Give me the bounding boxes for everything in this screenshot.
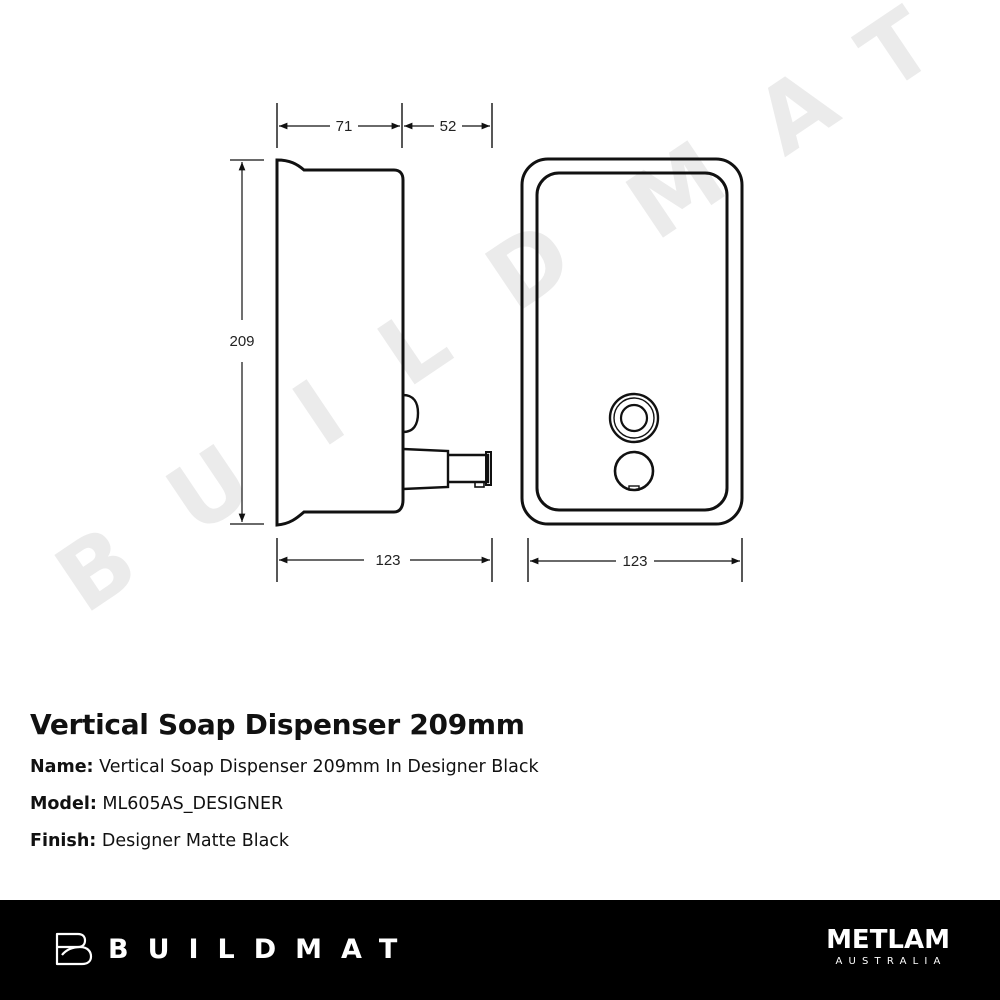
side-view bbox=[230, 103, 493, 582]
metlam-wordmark: METLAM bbox=[826, 925, 950, 955]
product-finish-row: Finish: Designer Matte Black bbox=[30, 831, 539, 851]
name-label: Name: bbox=[30, 757, 94, 777]
finish-label: Finish: bbox=[30, 831, 97, 851]
product-title: Vertical Soap Dispenser 209mm bbox=[30, 708, 525, 741]
dim-71: 71 bbox=[336, 118, 353, 135]
product-model-row: Model: ML605AS_DESIGNER bbox=[30, 794, 539, 814]
model-value: ML605AS_DESIGNER bbox=[102, 794, 284, 814]
finish-value: Designer Matte Black bbox=[101, 831, 290, 851]
metlam-sub: AUSTRALIA bbox=[835, 956, 947, 967]
product-info: Vertical Soap Dispenser 209mm Name: Vert… bbox=[30, 708, 539, 868]
dim-123-side: 123 bbox=[375, 552, 400, 569]
dim-123-front: 123 bbox=[622, 553, 647, 570]
metlam-logo: METLAM AUSTRALIA bbox=[826, 926, 950, 967]
front-view bbox=[520, 157, 744, 582]
technical-drawing: 71 52 209 123 123 bbox=[229, 103, 744, 582]
model-label: Model: bbox=[30, 794, 97, 814]
name-value: Vertical Soap Dispenser 209mm In Designe… bbox=[99, 757, 539, 777]
buildmat-wordmark: BUILDMAT bbox=[108, 933, 417, 965]
dim-209: 209 bbox=[229, 333, 254, 350]
buildmat-logo: BUILDMAT bbox=[54, 931, 416, 967]
dim-52: 52 bbox=[440, 118, 457, 135]
product-name-row: Name: Vertical Soap Dispenser 209mm In D… bbox=[30, 757, 539, 777]
buildmat-b-icon bbox=[55, 932, 93, 966]
footer-bar: BUILDMAT METLAM AUSTRALIA bbox=[0, 900, 1000, 1000]
